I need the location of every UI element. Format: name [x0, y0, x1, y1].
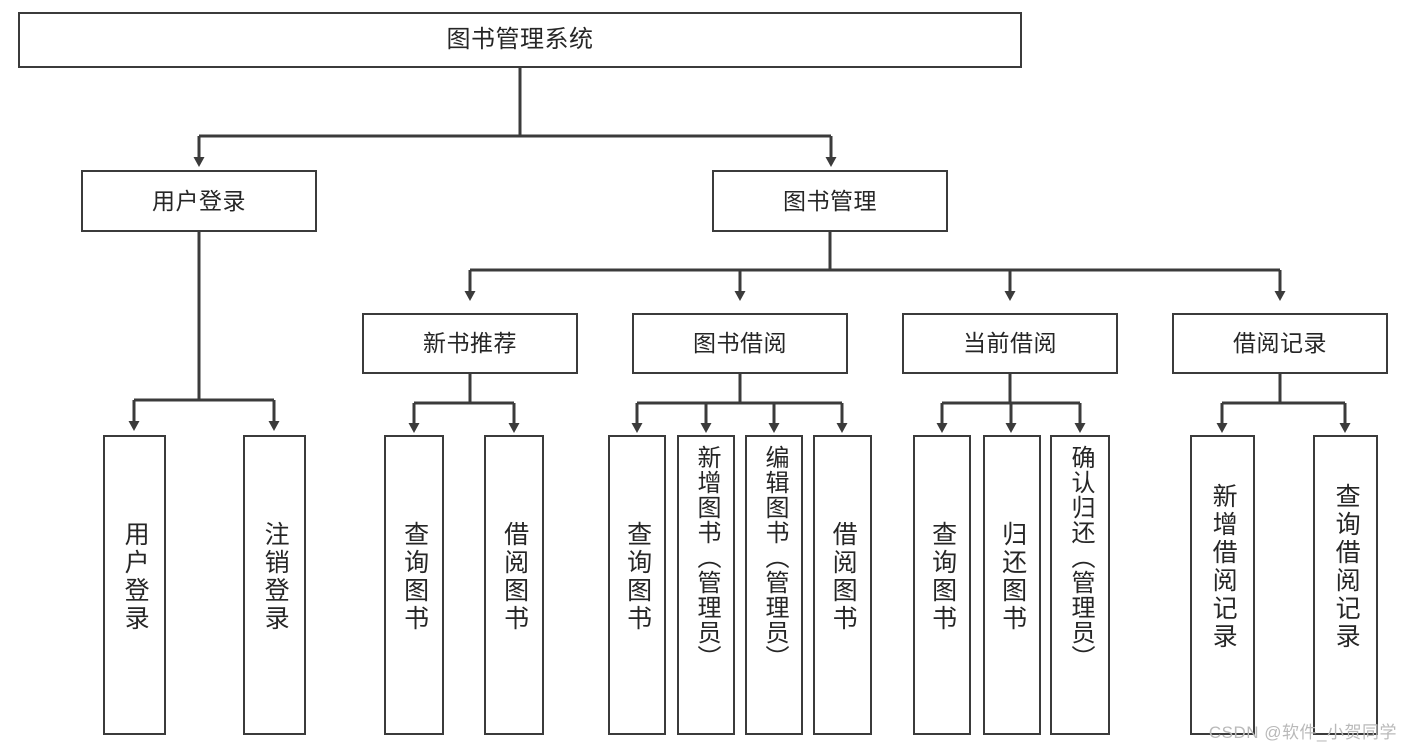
node-label: 查询图书 — [400, 521, 429, 633]
node-label: 新书推荐 — [423, 330, 517, 357]
node-book-management[interactable]: 图书管理 — [712, 170, 948, 232]
node-label: 归还图书 — [998, 521, 1027, 633]
node-leaf-query-record[interactable]: 查询借阅记录 — [1313, 435, 1378, 735]
node-label: 注销登录 — [261, 521, 290, 633]
node-borrow-record[interactable]: 借阅记录 — [1172, 313, 1388, 374]
node-leaf-user-login[interactable]: 用户登录 — [103, 435, 166, 735]
node-leaf-return-book[interactable]: 归还图书 — [983, 435, 1041, 735]
node-label: 新增借阅记录 — [1209, 483, 1238, 651]
node-label: 借阅图书 — [500, 521, 529, 633]
node-new-book-recommend[interactable]: 新书推荐 — [362, 313, 578, 374]
node-leaf-add-record[interactable]: 新增借阅记录 — [1190, 435, 1255, 735]
node-leaf-query-book-2[interactable]: 查询图书 — [608, 435, 666, 735]
node-label: 查询图书 — [928, 521, 957, 633]
node-current-borrow[interactable]: 当前借阅 — [902, 313, 1118, 374]
node-label: 借阅图书 — [829, 521, 858, 633]
node-label: 图书管理 — [783, 187, 877, 214]
node-leaf-logout[interactable]: 注销登录 — [243, 435, 306, 735]
node-leaf-edit-book[interactable]: 编辑图书（管理员） — [745, 435, 803, 735]
node-leaf-borrow-book-2[interactable]: 借阅图书 — [813, 435, 872, 735]
node-leaf-add-book[interactable]: 新增图书（管理员） — [677, 435, 735, 735]
node-user-login[interactable]: 用户登录 — [81, 170, 317, 232]
node-book-borrow[interactable]: 图书借阅 — [632, 313, 848, 374]
node-leaf-query-book-3[interactable]: 查询图书 — [913, 435, 971, 735]
node-label: 借阅记录 — [1233, 330, 1327, 357]
node-label: 用户登录 — [121, 521, 150, 633]
node-root-system[interactable]: 图书管理系统 — [18, 12, 1022, 68]
node-label: 图书管理系统 — [446, 26, 594, 54]
node-label: 当前借阅 — [963, 330, 1057, 357]
node-label: 确认归还（管理员） — [1067, 445, 1094, 670]
node-leaf-confirm-return[interactable]: 确认归还（管理员） — [1050, 435, 1110, 735]
watermark: CSDN @软件_小贺同学 — [1208, 723, 1397, 742]
node-label: 新增图书（管理员） — [693, 445, 720, 670]
node-label: 用户登录 — [152, 187, 246, 214]
node-label: 查询图书 — [623, 521, 652, 633]
node-label: 编辑图书（管理员） — [761, 445, 788, 670]
node-label: 查询借阅记录 — [1332, 483, 1361, 651]
node-leaf-query-book-1[interactable]: 查询图书 — [384, 435, 444, 735]
node-label: 图书借阅 — [693, 330, 787, 357]
node-leaf-borrow-book-1[interactable]: 借阅图书 — [484, 435, 544, 735]
